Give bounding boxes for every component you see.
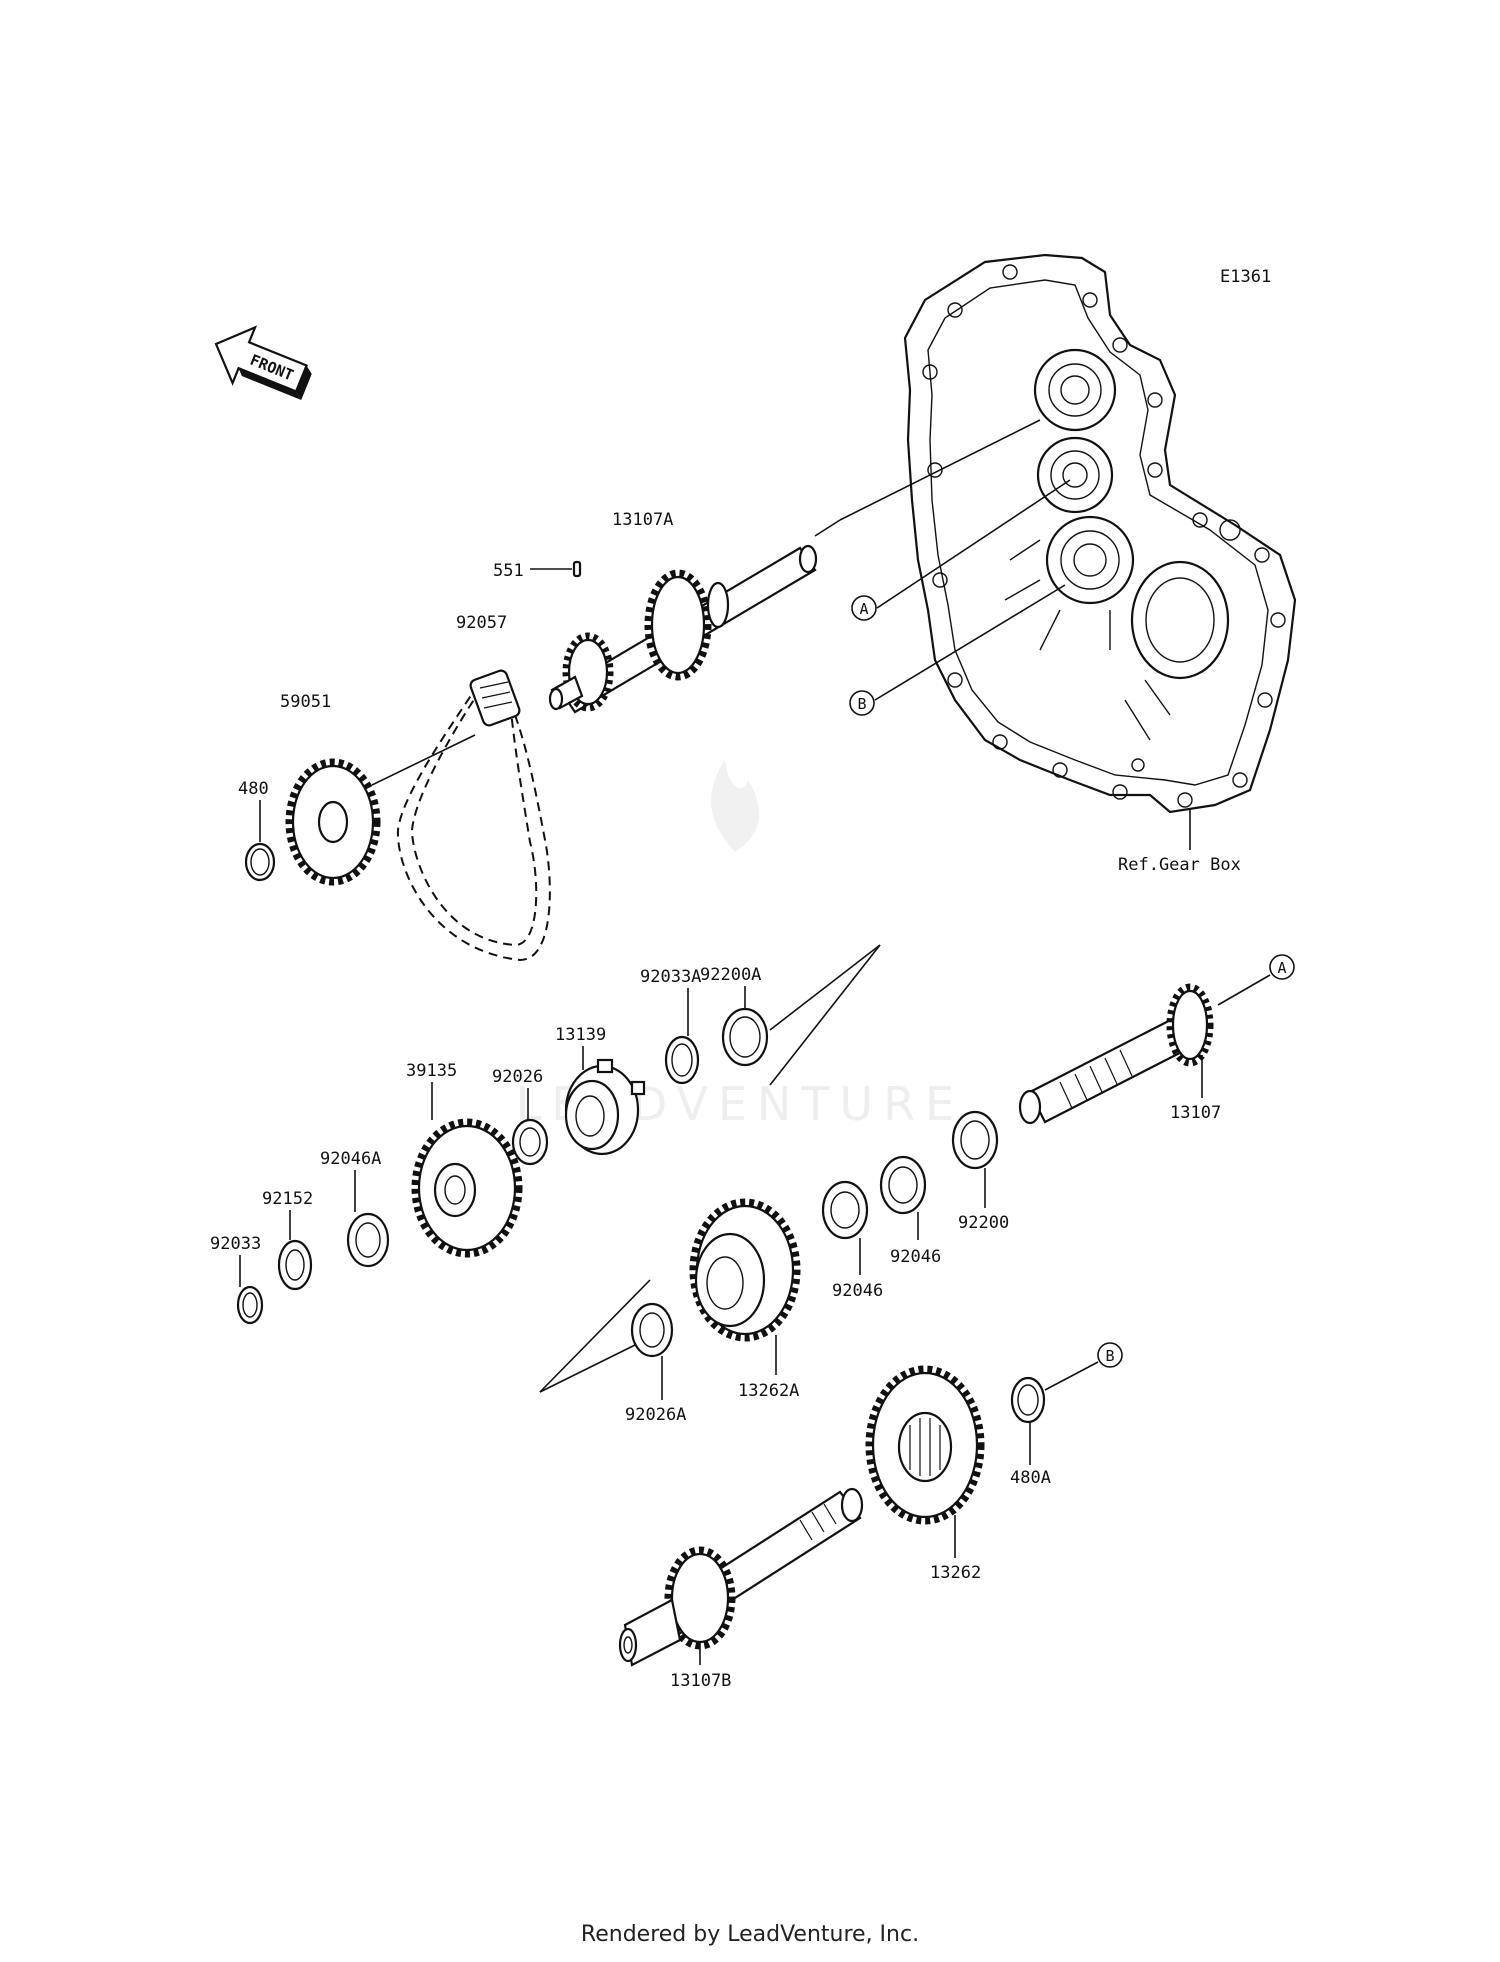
middle-bearing (1036, 436, 1114, 514)
gear-13262 (865, 1365, 985, 1525)
label-59051: 59051 (280, 692, 331, 712)
label-92046-left: 92046 (832, 1281, 883, 1301)
needle-bearing-92046-left (821, 1180, 869, 1240)
shaft-13107b (618, 1487, 864, 1667)
label-480a: 480A (1010, 1468, 1051, 1488)
svg-text:A: A (1277, 959, 1286, 977)
label-92033: 92033 (210, 1234, 261, 1254)
washer-92152 (277, 1239, 313, 1291)
svg-text:B: B (857, 695, 866, 713)
label-13262a: 13262A (738, 1381, 799, 1401)
needle-bearing-92046-right (879, 1155, 927, 1215)
front-arrow-icon: FRONT (214, 325, 312, 401)
label-92046-right: 92046 (890, 1247, 941, 1267)
key-551 (572, 560, 582, 578)
lower-bearing (1045, 515, 1135, 605)
upper-bearing (1033, 348, 1117, 432)
footer-credit: Rendered by LeadVenture, Inc. (580, 1922, 920, 1947)
label-480: 480 (238, 779, 269, 799)
marker-a-upper: A (851, 595, 877, 621)
label-13107b: 13107B (670, 1671, 731, 1691)
circlip-92033a (664, 1035, 700, 1085)
gear-39135 (411, 1118, 523, 1258)
circlip-480 (244, 842, 276, 882)
circlip-480a (1010, 1376, 1046, 1424)
label-92200: 92200 (958, 1213, 1009, 1233)
label-13107a: 13107A (612, 510, 673, 530)
label-39135: 39135 (406, 1061, 457, 1081)
marker-b-lower: B (1097, 1342, 1123, 1368)
label-13107: 13107 (1170, 1103, 1221, 1123)
label-92033a: 92033A (640, 967, 701, 987)
marker-a-lower: A (1269, 954, 1295, 980)
diagram-code: E1361 (1220, 267, 1271, 287)
gear-13262a (689, 1198, 801, 1342)
washer-92200 (951, 1110, 999, 1170)
dog-13139 (564, 1058, 646, 1156)
washer-92026a (630, 1302, 674, 1358)
shaft-13107 (1018, 983, 1214, 1125)
label-92046a: 92046A (320, 1149, 381, 1169)
washer-92200a (721, 1007, 769, 1067)
chain-92057 (396, 669, 551, 962)
svg-text:B: B (1105, 1347, 1114, 1365)
label-92200a: 92200A (700, 965, 761, 985)
needle-bearing-92046a (346, 1212, 390, 1268)
label-551: 551 (493, 561, 524, 581)
label-92026: 92026 (492, 1067, 543, 1087)
label-92026a: 92026A (625, 1405, 686, 1425)
circlip-92033 (236, 1285, 264, 1325)
ref-gearbox-label: Ref.Gear Box (1118, 855, 1241, 875)
part-labels: 13107A 551 92057 59051 480 92200A 92033A… (210, 510, 1221, 1691)
label-13262: 13262 (930, 1563, 981, 1583)
marker-b-upper: B (849, 690, 875, 716)
svg-text:A: A (859, 600, 868, 618)
gearbox-case (903, 253, 1297, 814)
sprocket-59051 (285, 758, 381, 886)
shaft-13107a (548, 544, 818, 714)
washer-92026 (511, 1118, 549, 1166)
label-13139: 13139 (555, 1025, 606, 1045)
label-92152: 92152 (262, 1189, 313, 1209)
label-92057: 92057 (456, 613, 507, 633)
